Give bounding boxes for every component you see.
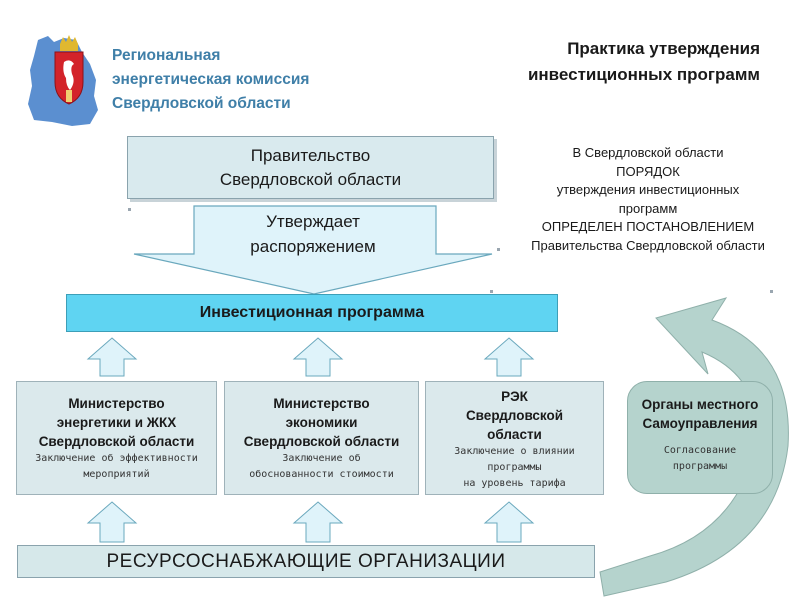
ministry-economy-box: Министерство экономики Свердловской обла…	[224, 381, 419, 495]
government-line: Свердловской области	[219, 169, 402, 189]
local-sub-line: программы	[672, 461, 728, 472]
approve-line: распоряжением	[250, 237, 376, 256]
body-title-line: РЭК	[501, 389, 528, 404]
government-line: Правительство	[250, 145, 371, 165]
local-title-line: Самоуправления	[642, 416, 758, 431]
note-line: программ	[618, 200, 678, 216]
approve-line: Утверждает	[266, 212, 360, 231]
procedure-note: В Свердловской области ПОРЯДОК утвержден…	[498, 144, 798, 255]
note-line: ОПРЕДЕЛЕН ПОСТАНОВЛЕНИЕМ	[541, 219, 755, 234]
body-title-line: Свердловской области	[38, 434, 195, 449]
local-government-box: Органы местного Самоуправления Согласова…	[627, 381, 773, 494]
government-box: Правительство Свердловской области	[127, 136, 494, 199]
rek-box: РЭК Свердловской области Заключение о вл…	[425, 381, 604, 495]
resource-organizations-box: РЕСУРСОСНАБЖАЮЩИЕ ОРГАНИЗАЦИИ	[17, 545, 595, 578]
arrow-up-icon	[483, 337, 535, 377]
body-title-line: Министерство	[68, 396, 165, 411]
note-line: В Свердловской области	[572, 145, 724, 160]
organization-name-line: Свердловской области	[112, 95, 291, 112]
organization-name-line: энергетическая комиссия	[112, 71, 310, 88]
body-sub-line: Заключение об	[282, 453, 361, 464]
body-sub-line: обоснованности стоимости	[249, 469, 394, 480]
slide-title: Практика утверждения инвестиционных прог…	[470, 36, 760, 88]
body-title-line: Свердловской	[465, 408, 564, 423]
body-title-line: энергетики и ЖКХ	[56, 415, 177, 430]
body-title-line: Свердловской области	[243, 434, 400, 449]
body-sub-line: Заключение об эффективности	[35, 453, 198, 464]
note-line: ПОРЯДОК	[616, 163, 680, 179]
local-title-line: Органы местного	[641, 397, 759, 412]
slide-title-line: Практика утверждения	[567, 39, 760, 58]
note-line: Правительства Свердловской области	[531, 237, 765, 253]
ministry-energy-box: Министерство энергетики и ЖКХ Свердловск…	[16, 381, 217, 495]
approve-arrow-down-icon	[133, 205, 493, 295]
resource-organizations-label: РЕСУРСОСНАБЖАЮЩИЕ ОРГАНИЗАЦИИ	[106, 550, 506, 572]
organization-name-line: Региональная	[112, 47, 221, 64]
body-sub-line: Заключение о влиянии	[454, 446, 575, 457]
arrow-up-icon	[292, 337, 344, 377]
body-title-line: экономики	[285, 415, 358, 430]
note-line: утверждения инвестиционных	[556, 182, 740, 197]
arrow-up-icon	[292, 501, 344, 543]
arrow-up-icon	[86, 337, 138, 377]
body-sub-line: на уровень тарифа	[463, 478, 566, 489]
organization-name: Региональная энергетическая комиссия Све…	[112, 44, 352, 116]
investment-program-box: Инвестиционная программа	[66, 294, 558, 332]
investment-program-label: Инвестиционная программа	[199, 304, 425, 321]
arrow-up-icon	[483, 501, 535, 543]
body-title-line: области	[487, 427, 542, 442]
body-title-line: Министерство	[273, 396, 370, 411]
body-sub-line: программы	[487, 462, 542, 473]
arrow-up-icon	[86, 501, 138, 543]
slide-title-line: инвестиционных программ	[527, 65, 760, 84]
approve-arrow-label: Утверждает распоряжением	[198, 209, 428, 259]
local-sub-line: Согласование	[663, 445, 737, 456]
region-emblem-icon	[24, 30, 104, 130]
body-sub-line: мероприятий	[83, 469, 150, 480]
